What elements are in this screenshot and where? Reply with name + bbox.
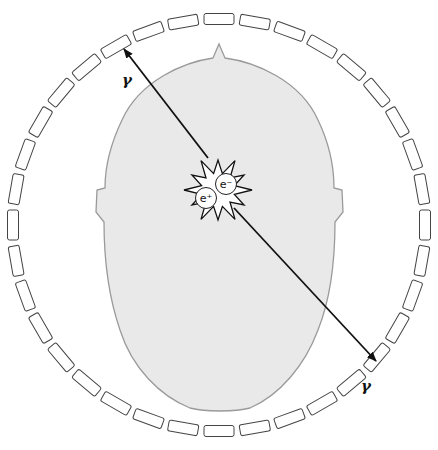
detector-segment bbox=[100, 391, 131, 416]
detector-segment bbox=[47, 78, 75, 108]
detector-segment bbox=[28, 106, 53, 137]
detector-segment bbox=[414, 245, 430, 276]
detector-segment bbox=[15, 139, 36, 171]
detector-segment bbox=[8, 245, 24, 276]
detector-segment bbox=[414, 173, 430, 204]
detector-segment bbox=[28, 312, 53, 343]
detector-segment bbox=[239, 420, 270, 436]
head-outline bbox=[96, 44, 343, 411]
detector-segment bbox=[47, 342, 75, 372]
detector-segment bbox=[385, 106, 410, 137]
detector-segment bbox=[133, 408, 165, 429]
detector-segment bbox=[167, 14, 198, 30]
detector-segment bbox=[239, 14, 270, 30]
detector-segment bbox=[363, 342, 391, 372]
detector-segment bbox=[274, 21, 306, 42]
detector-segment bbox=[167, 420, 198, 436]
detector-segment bbox=[274, 408, 306, 429]
detector-segment bbox=[402, 139, 423, 171]
detector-segment bbox=[306, 34, 337, 59]
detector-segment bbox=[204, 14, 234, 25]
detector-ring bbox=[8, 14, 431, 437]
detector-segment bbox=[72, 369, 102, 397]
particle-circle: e⁺ bbox=[195, 187, 217, 209]
detector-segment bbox=[363, 78, 391, 108]
detector-segment bbox=[336, 53, 366, 81]
annihilation-burst bbox=[184, 160, 252, 220]
detector-segment bbox=[402, 280, 423, 312]
detector-segment bbox=[8, 173, 24, 204]
detector-segment bbox=[385, 312, 410, 343]
detector-segment bbox=[8, 210, 19, 240]
detector-segment bbox=[133, 21, 165, 42]
gamma-label: γ bbox=[122, 73, 132, 88]
detector-segment bbox=[72, 53, 102, 81]
gamma-label: γ bbox=[361, 379, 371, 394]
detector-segment bbox=[204, 426, 234, 437]
detector-segment bbox=[420, 210, 431, 240]
detector-segment bbox=[15, 280, 36, 312]
detector-segment bbox=[306, 391, 337, 416]
gamma-ray bbox=[234, 208, 376, 361]
particle-circle: e⁻ bbox=[215, 173, 237, 195]
particle-label: e⁺ bbox=[200, 193, 213, 204]
particle-label: e⁻ bbox=[220, 179, 233, 190]
gamma-ray bbox=[124, 49, 208, 158]
detector-segment bbox=[100, 34, 131, 59]
